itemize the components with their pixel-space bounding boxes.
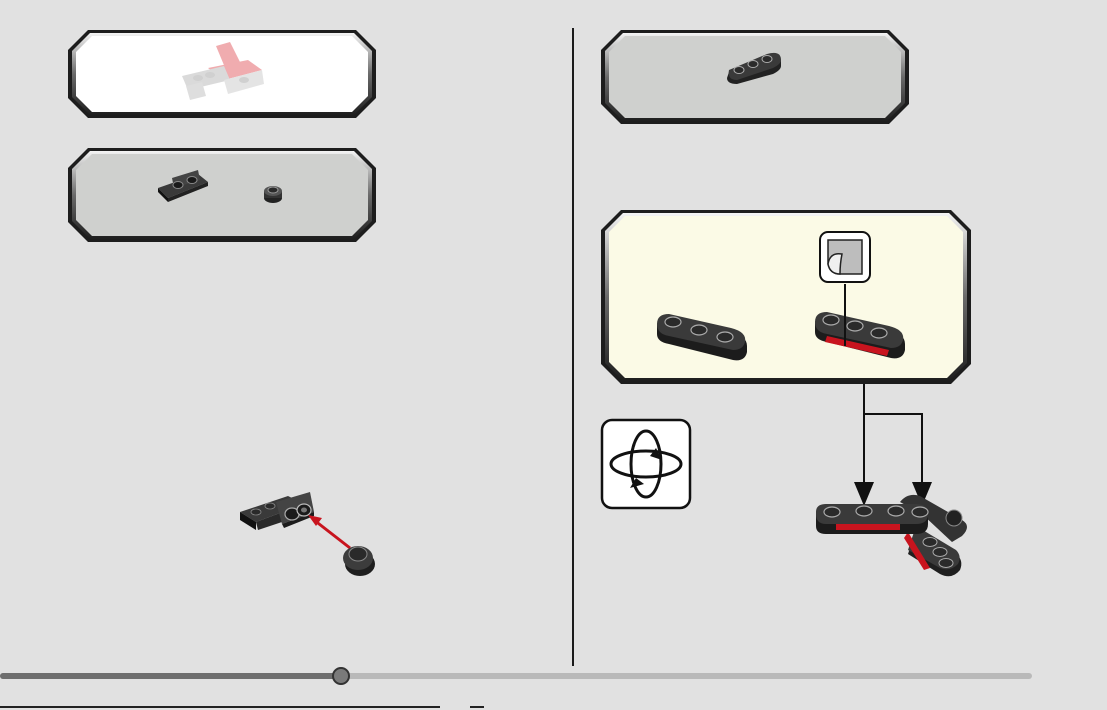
sticker-icon — [818, 230, 872, 284]
ghost-model-preview — [178, 40, 278, 102]
footer-rule — [0, 706, 440, 708]
progress-fill — [0, 673, 341, 679]
right-assembly — [812, 484, 972, 584]
step-divider — [572, 28, 574, 666]
front-plate — [816, 504, 928, 534]
insert-arrow — [308, 515, 350, 548]
subassembly-callout — [599, 208, 973, 386]
footer-mark — [470, 706, 484, 708]
parts-callout-right — [599, 28, 911, 126]
sticker-pointer-line — [843, 284, 847, 346]
progress-knob[interactable] — [332, 667, 350, 685]
part-bracket-plate — [154, 170, 214, 206]
part-plate-1x3-plain — [653, 306, 753, 364]
part-plate-1x3-stickered — [811, 304, 907, 364]
left-assembly — [234, 484, 384, 580]
rotate-model-icon — [600, 418, 692, 510]
preview-callout — [66, 28, 378, 120]
part-plate-1x3 — [723, 50, 787, 86]
part-round-plate — [262, 182, 284, 206]
bracket-plate-assembly — [240, 492, 314, 530]
parts-callout-left — [66, 146, 378, 244]
round-plate-part — [343, 546, 375, 576]
